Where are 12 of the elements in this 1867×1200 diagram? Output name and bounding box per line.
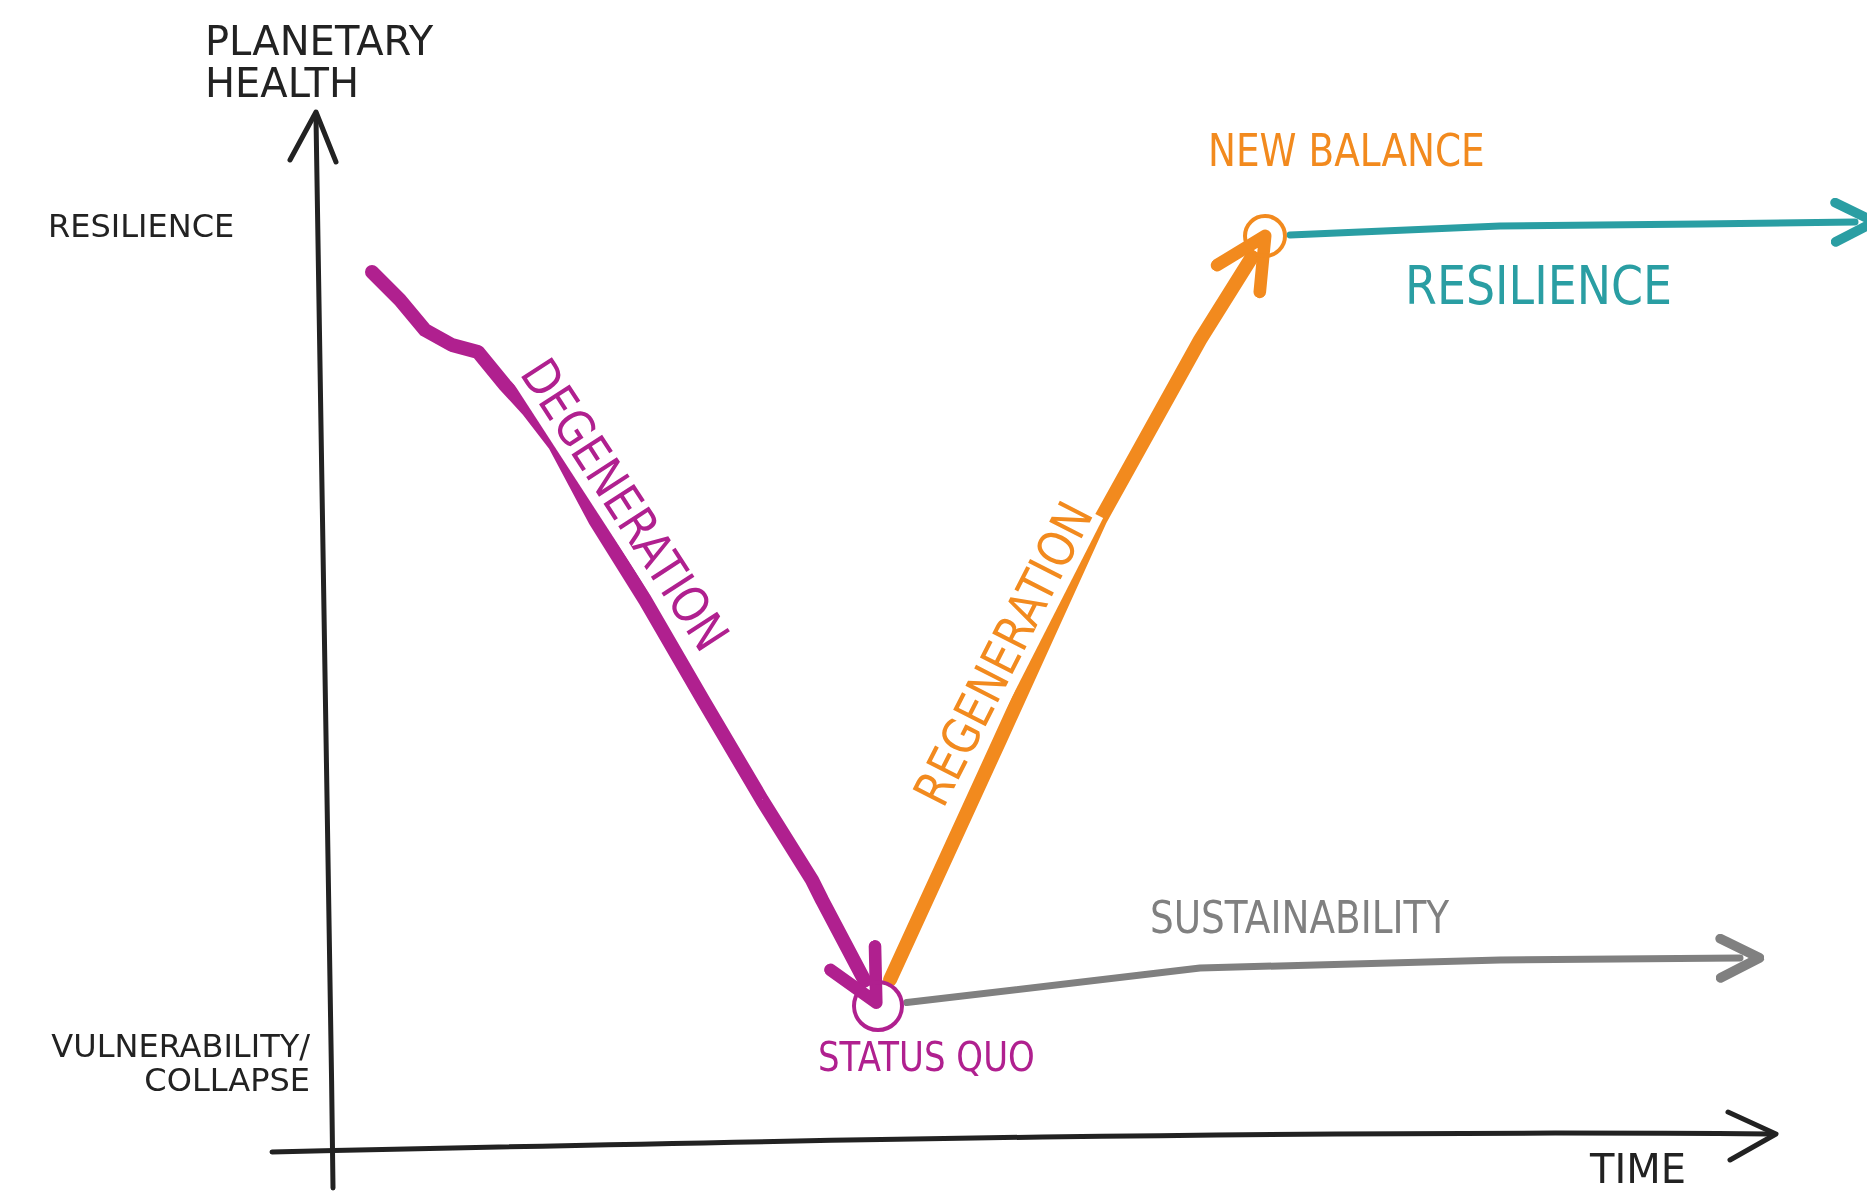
axis-tick-label: RESILIENCE <box>48 210 235 244</box>
arrow <box>365 265 883 1009</box>
axis-title: PLANETARY HEALTH <box>205 20 435 104</box>
point-circle <box>852 980 904 1032</box>
arrow <box>1286 197 1867 247</box>
arrow <box>883 229 1272 987</box>
axis-title: TIME <box>1590 1148 1686 1190</box>
arrow <box>903 933 1765 1007</box>
axis-tick-label: VULNERABILITY/ COLLAPSE <box>50 1030 310 1098</box>
point-circle <box>1243 214 1287 258</box>
point-label: STATUS QUO <box>818 1036 1035 1078</box>
point-label: NEW BALANCE <box>1208 128 1485 175</box>
